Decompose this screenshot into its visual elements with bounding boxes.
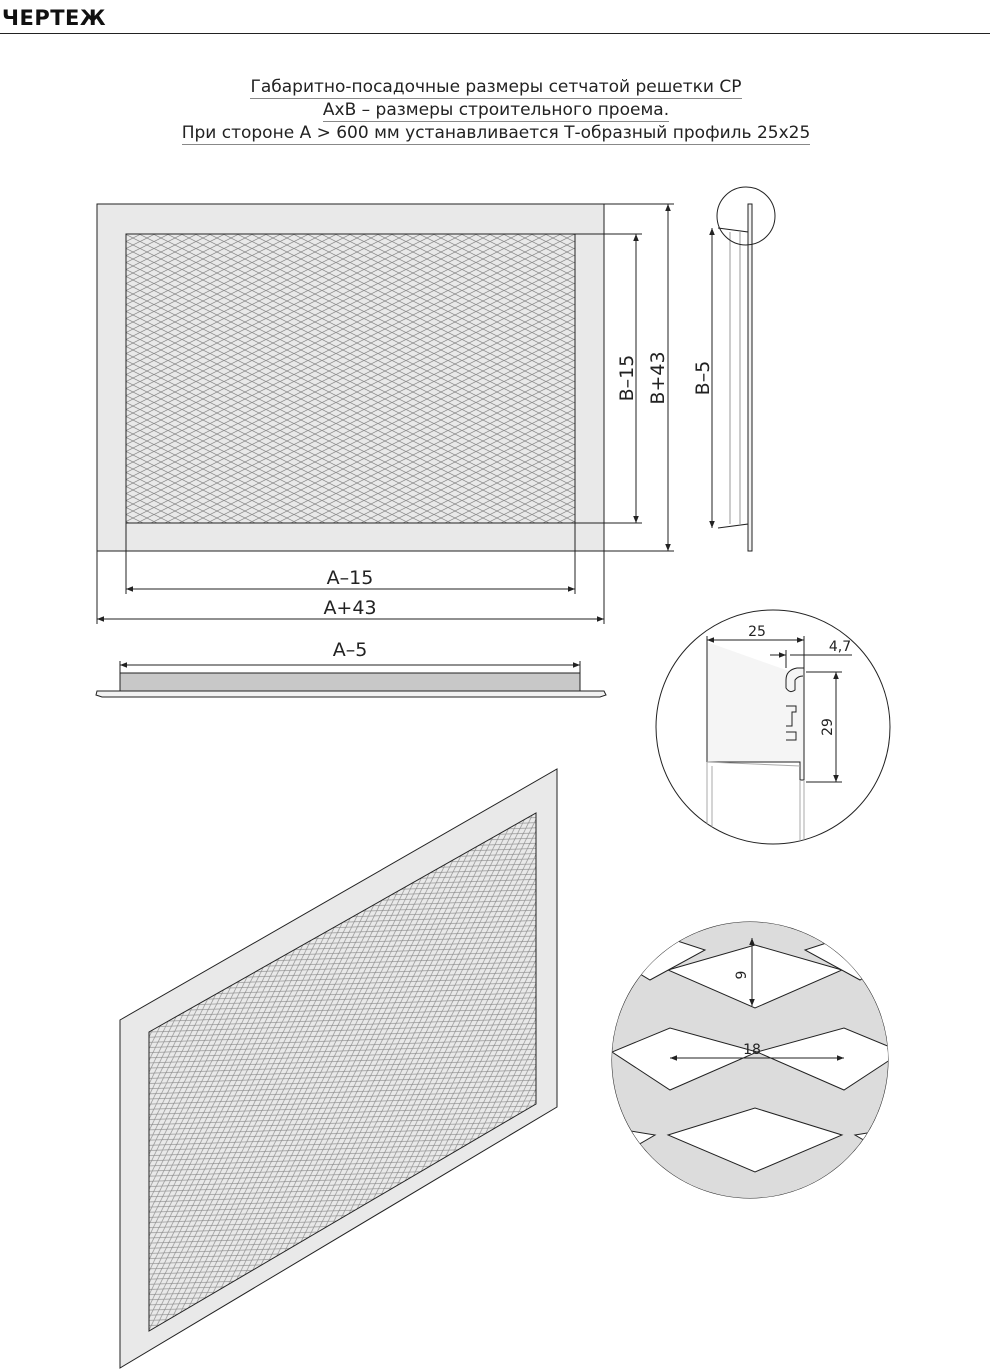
dim-b-minus-15: B–15 [616, 355, 638, 402]
caption-line-2-text: АхВ – размеры строительного проема. [322, 100, 670, 122]
dim-a-minus-5: A–5 [333, 639, 368, 661]
drawing-caption: Габаритно-посадочные размеры сетчатой ре… [0, 76, 992, 145]
page-header: ЧЕРТЕЖ [0, 0, 992, 34]
dim-profile-lip: 4,7 [829, 639, 851, 655]
dim-a-plus-43: A+43 [323, 597, 376, 619]
dim-a-minus-15: A–15 [327, 567, 374, 589]
side-detail-callout [716, 186, 776, 246]
isometric-view [119, 768, 558, 1369]
front-mesh [125, 233, 576, 524]
caption-line-1: Габаритно-посадочные размеры сетчатой ре… [0, 76, 992, 99]
caption-line-2: АхВ – размеры строительного проема. [0, 99, 992, 122]
iso-mesh [148, 812, 537, 1332]
profile-detail: 25 4,7 29 [655, 609, 891, 845]
caption-line-3-text: При стороне А > 600 мм устанавливается Т… [181, 123, 811, 145]
dim-mesh-height: 9 [734, 971, 750, 980]
dim-mesh-width: 18 [743, 1042, 761, 1058]
vertical-dimensions [575, 203, 674, 552]
front-view [96, 203, 605, 552]
caption-line-3: При стороне А > 600 мм устанавливается Т… [0, 122, 992, 145]
dim-b-plus-43: B+43 [647, 351, 669, 404]
mesh-detail: 9 18 [611, 921, 889, 1199]
bottom-view [95, 661, 607, 698]
header-title: ЧЕРТЕЖ [2, 6, 107, 30]
header-rule [0, 33, 990, 34]
caption-line-1-text: Габаритно-посадочные размеры сетчатой ре… [250, 77, 742, 99]
side-view [709, 186, 776, 552]
dim-profile-height: 29 [820, 718, 836, 736]
dim-profile-width: 25 [748, 624, 766, 640]
horizontal-dimensions [96, 523, 605, 624]
dim-b-minus-5: B–5 [692, 361, 714, 396]
